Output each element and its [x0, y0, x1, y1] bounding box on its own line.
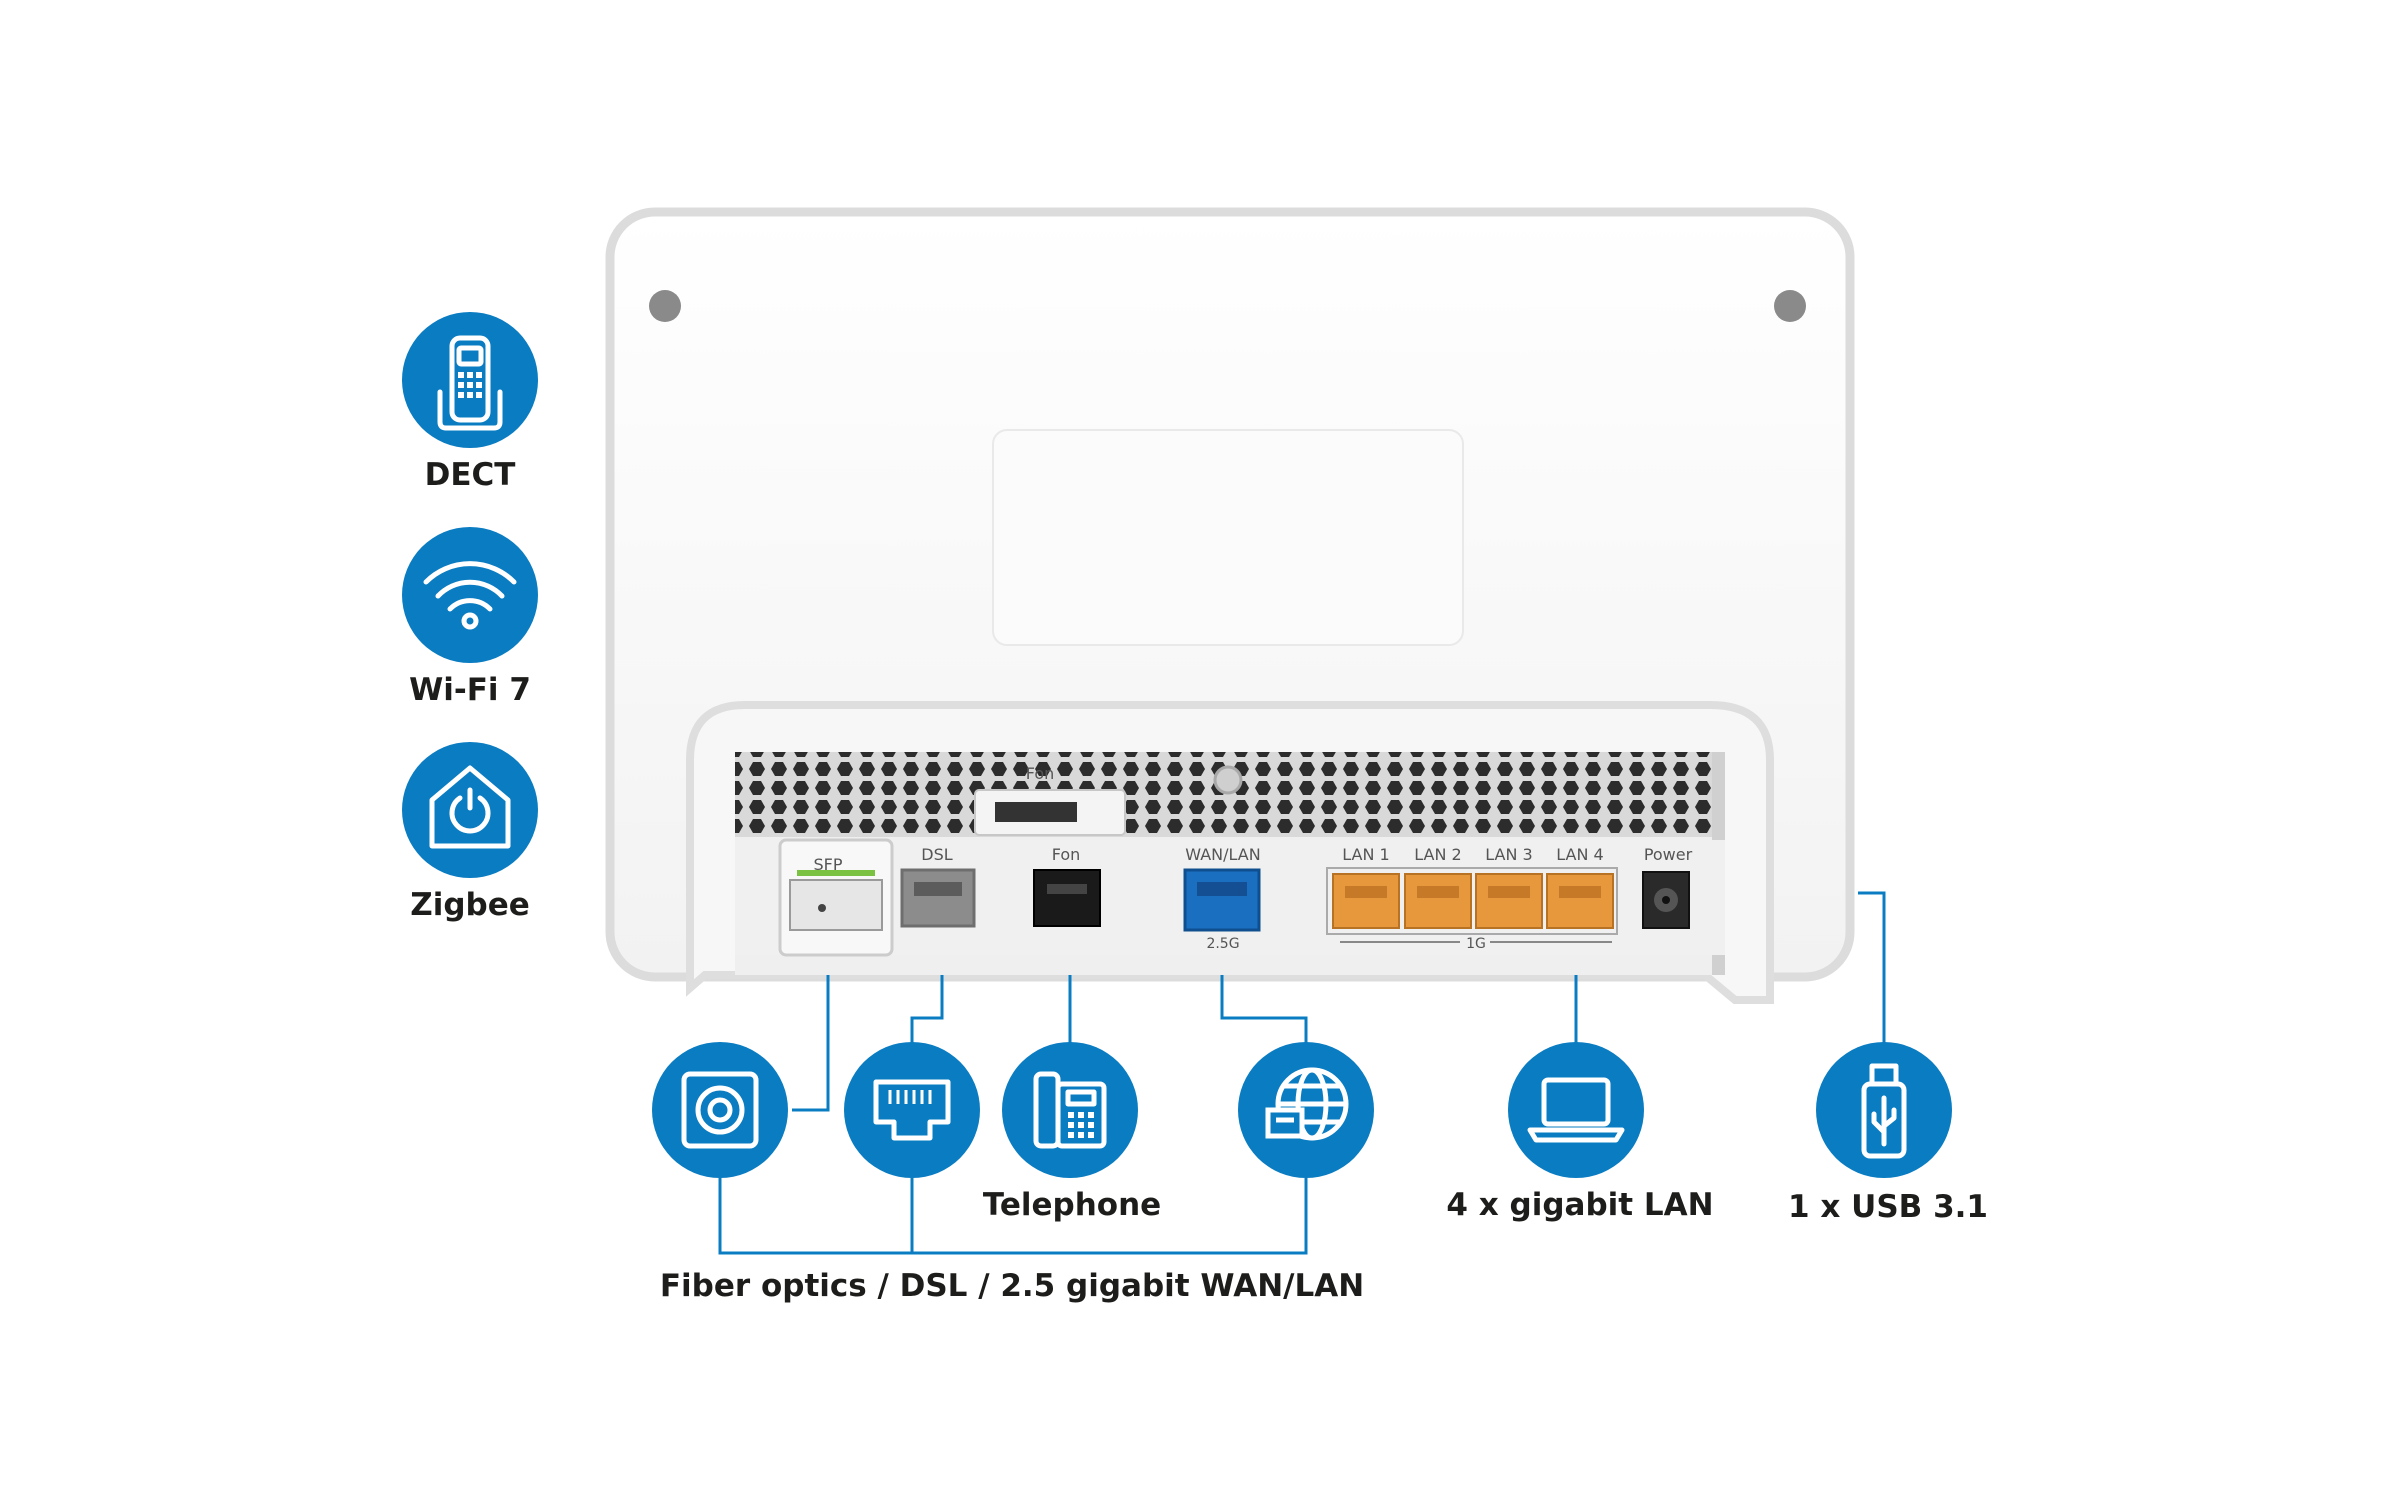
- lan3-port[interactable]: [1475, 873, 1543, 929]
- laptop-icon: [1527, 1077, 1625, 1143]
- callout-wan: [1238, 1042, 1374, 1178]
- lan-speed-label: 1G: [1466, 936, 1486, 952]
- usb-stick-icon: [1861, 1063, 1907, 1159]
- feature-wifi: [402, 527, 538, 663]
- feature-label-wifi: Wi-Fi 7: [409, 672, 531, 708]
- lan3-label: LAN 3: [1485, 845, 1532, 864]
- lan4-port[interactable]: [1546, 873, 1614, 929]
- lan4-label: LAN 4: [1556, 845, 1603, 864]
- dsl-port[interactable]: [900, 868, 976, 928]
- wifi-icon: [423, 561, 517, 630]
- wan-speed-label: 2.5G: [1206, 936, 1239, 952]
- wan-group-label: Fiber optics / DSL / 2.5 gigabit WAN/LAN: [659, 1268, 1365, 1304]
- lan2-port[interactable]: [1404, 873, 1472, 929]
- dsl-port-icon: [873, 1079, 951, 1141]
- dsl-label: DSL: [921, 845, 952, 864]
- wan-label: WAN/LAN: [1185, 845, 1260, 864]
- label-plate: [992, 429, 1464, 646]
- vent-grille: [735, 752, 1725, 837]
- wan-port[interactable]: [1183, 868, 1261, 932]
- telephone-icon: [1033, 1071, 1107, 1149]
- screw-right: [1774, 290, 1806, 322]
- callout-fiber: [652, 1042, 788, 1178]
- port-panel: Fon SFP DSL Fon WAN/LAN 2.5G LAN 1 LAN 2…: [735, 752, 1725, 975]
- fon-top-label: Fon: [1026, 764, 1055, 783]
- callout-usb: [1816, 1042, 1952, 1178]
- fon-label: Fon: [1052, 845, 1081, 864]
- power-label: Power: [1644, 845, 1693, 864]
- feature-zigbee: [402, 742, 538, 878]
- fon-port[interactable]: [1033, 869, 1101, 927]
- fiber-optic-icon: [681, 1071, 759, 1149]
- telephone-label: Telephone: [982, 1187, 1162, 1223]
- sfp-label: SFP: [813, 855, 842, 874]
- lan1-port[interactable]: [1332, 873, 1400, 929]
- callout-dsl: [844, 1042, 980, 1178]
- callout-telephone: [1002, 1042, 1138, 1178]
- feature-dect: [402, 312, 538, 448]
- lan-label: 4 x gigabit LAN: [1446, 1187, 1714, 1223]
- reset-button[interactable]: [1213, 765, 1243, 795]
- dect-handset-icon: [437, 335, 503, 431]
- feature-label-dect: DECT: [424, 457, 516, 493]
- callout-lines: [718, 891, 1886, 1255]
- usb-label: 1 x USB 3.1: [1788, 1189, 1988, 1225]
- smart-home-icon: [429, 765, 511, 849]
- lan2-label: LAN 2: [1414, 845, 1461, 864]
- feature-label-zigbee: Zigbee: [410, 887, 530, 923]
- callout-lan: [1508, 1042, 1644, 1178]
- screw-left: [649, 290, 681, 322]
- lan1-label: LAN 1: [1342, 845, 1389, 864]
- globe-icon: [1265, 1067, 1349, 1141]
